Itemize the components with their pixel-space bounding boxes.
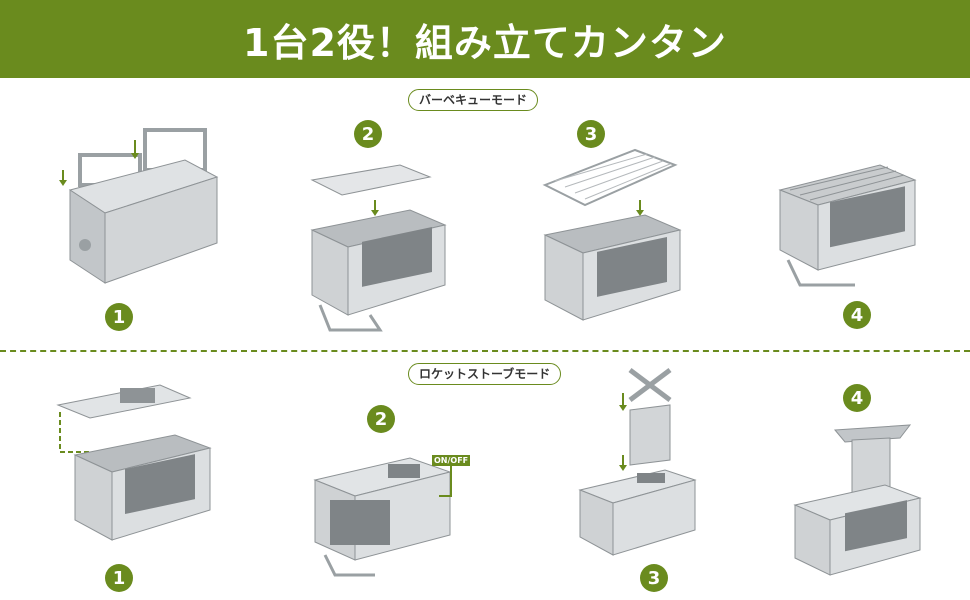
rocket-step-2-badge: 2: [367, 405, 395, 433]
banner-title: 1台2役！組み立てカンタン: [243, 20, 727, 65]
onoff-indicator-line: [439, 466, 452, 497]
bbq-step-3-badge: 3: [577, 120, 605, 148]
rocket-step-4-badge: 4: [843, 384, 871, 412]
rocket-step-3-badge: 3: [640, 564, 668, 592]
chimney-assembly-icon: [578, 368, 697, 556]
section-divider: [0, 350, 970, 352]
assembled-bbq-icon: [778, 164, 917, 287]
rocket-mode-label: ロケットストーブモード: [408, 363, 562, 385]
closed-stove-icon: [313, 457, 452, 577]
rocket-step-1-badge: 1: [105, 564, 133, 592]
rocket-stove-icon: [793, 424, 922, 576]
bbq-step-2-badge: 2: [354, 120, 382, 148]
bbq-step-1-badge: 1: [105, 303, 133, 331]
bbq-step-4-badge: 4: [843, 301, 871, 329]
title-banner: 1台2役！組み立てカンタン: [0, 0, 970, 78]
onoff-label: ON/OFF: [432, 455, 471, 466]
stove-with-plate-icon: [310, 164, 447, 332]
bbq-mode-label: バーベキューモード: [408, 89, 539, 111]
folded-stove-icon: [59, 128, 219, 284]
stove-with-grill-icon: [542, 148, 682, 321]
stove-with-lid-icon: [56, 384, 212, 541]
